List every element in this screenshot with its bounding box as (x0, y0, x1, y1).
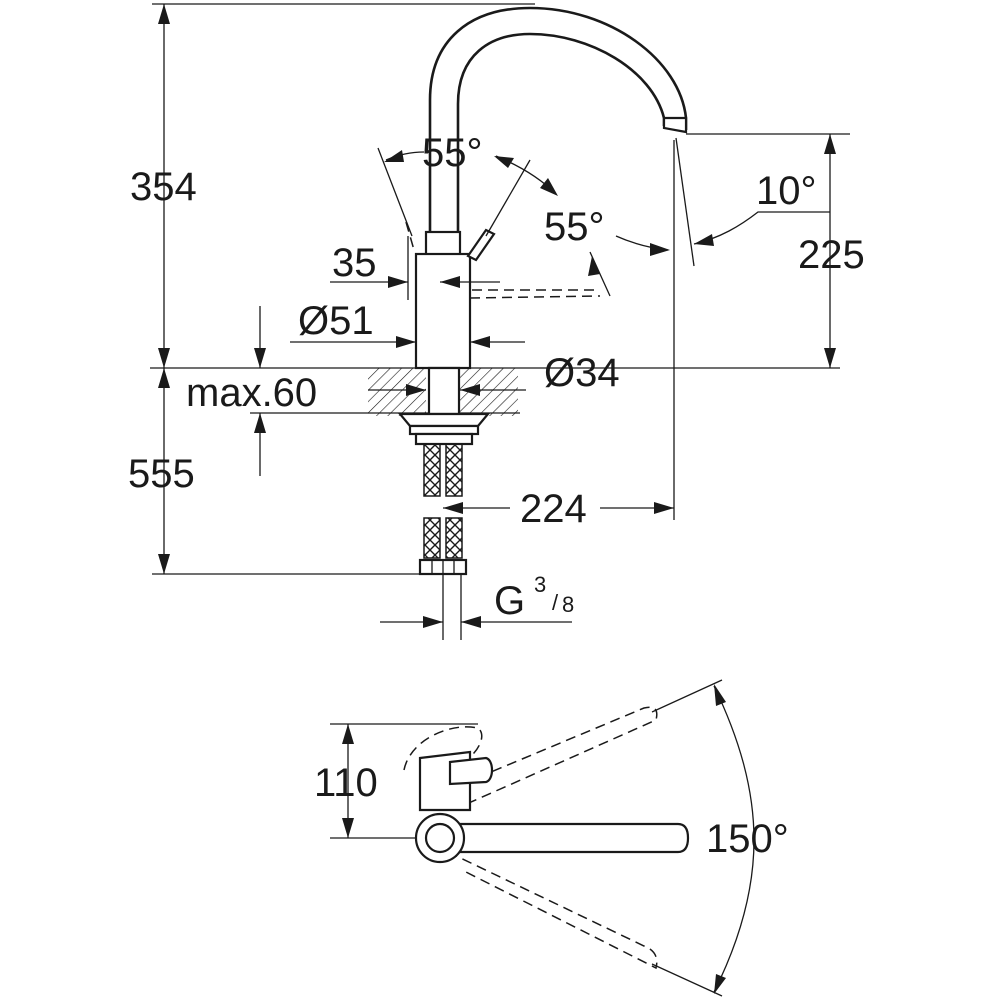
dim-counter-thickness: max.60 (186, 306, 317, 476)
label-thread-slash: / (552, 590, 559, 615)
spout-plan (438, 822, 690, 854)
dim-swivel-angle: 150° (651, 679, 789, 997)
label-outlet-height: 225 (798, 233, 865, 277)
label-spout-tilt: 10° (756, 169, 817, 213)
dim-total-height: 354 (130, 3, 535, 368)
label-plan-depth: 110 (314, 761, 378, 805)
dim-spout-tilt: 10° (615, 137, 830, 267)
label-handle-angle-left: 55° (422, 131, 483, 175)
dim-hole-diameter: Ø34 (368, 351, 620, 396)
label-spout-reach: 224 (520, 487, 587, 531)
label-swivel-angle: 150° (706, 817, 789, 861)
label-thread-denominator: 8 (562, 592, 574, 617)
label-thread-numerator: 3 (534, 572, 546, 597)
dim-spout-reach: 224 (443, 140, 675, 531)
dim-body-width: 35 (330, 236, 500, 300)
flexible-hoses (418, 443, 468, 640)
label-hole-diameter: Ø34 (544, 351, 620, 395)
dim-handle-angles: 55° 55° (377, 131, 611, 297)
dim-outlet-height: 225 (686, 133, 865, 368)
label-base-diameter: Ø51 (298, 299, 374, 343)
elevation-view: 354 555 max.60 35 (128, 3, 865, 640)
handle-lever (405, 221, 601, 299)
mounting-hardware (397, 412, 491, 446)
label-handle-angle-right: 55° (544, 205, 605, 249)
body-plan (403, 726, 494, 864)
label-body-width: 35 (332, 241, 377, 285)
spout (428, 6, 688, 232)
label-height-total: 354 (130, 165, 197, 209)
plan-view: 110 150° (314, 679, 789, 997)
label-thread-g: G (494, 579, 525, 623)
label-max-counter-thickness: max.60 (186, 371, 317, 415)
dim-hose-length: 555 (128, 368, 420, 575)
dim-plan-depth: 110 (314, 723, 478, 839)
dim-base-diameter: Ø51 (290, 299, 525, 348)
faucet-body (414, 230, 472, 416)
label-hose-length: 555 (128, 452, 195, 496)
dim-thread-size: G 3 / 8 (380, 572, 574, 628)
spout-swivel-positions (447, 706, 658, 970)
